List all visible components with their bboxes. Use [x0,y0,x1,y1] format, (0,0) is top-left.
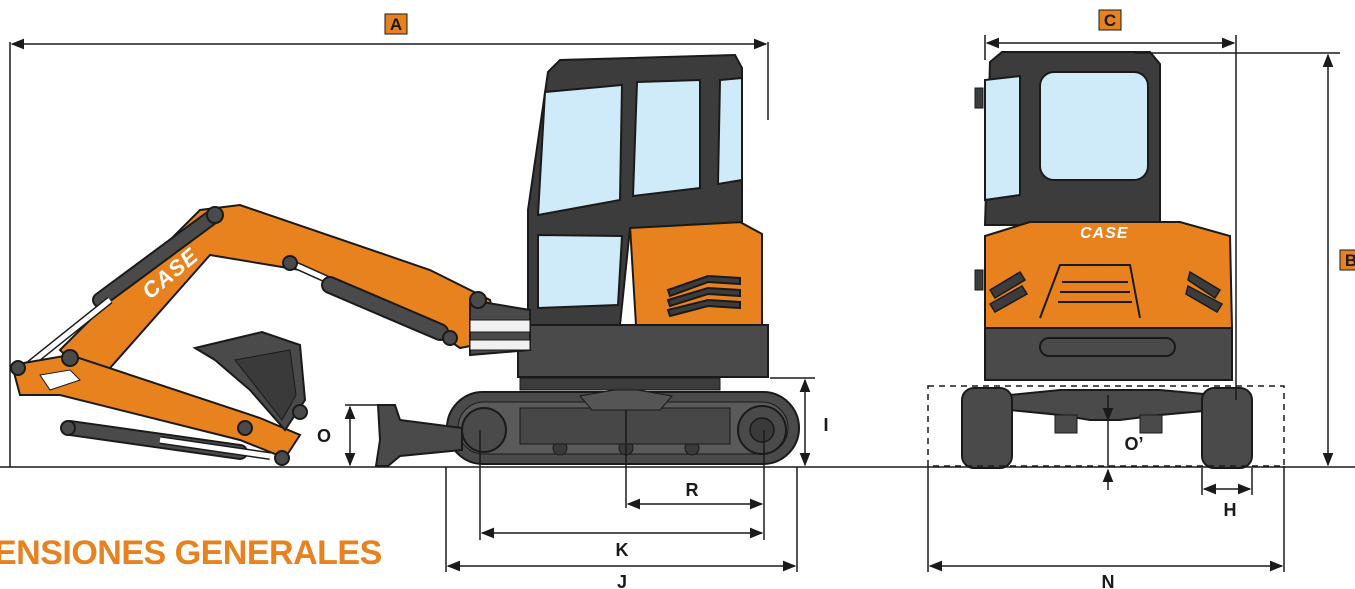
side-view-excavator: CASE [10,53,800,467]
rear-view-excavator: CASE [961,51,1253,469]
upper-structure [517,53,769,391]
label-O-prime: O’ [1124,434,1143,454]
label-R: R [686,480,699,500]
rear-brand-logo: CASE [1080,225,1129,242]
label-I: I [823,415,828,435]
dimension-lines [9,35,1340,572]
track [446,387,800,465]
dozer-blade [374,404,463,467]
section-heading: ENSIONES GENERALES [0,534,382,572]
svg-text:B: B [1345,251,1355,270]
label-H: H [1224,500,1237,520]
label-A: A [384,13,408,35]
boom-cylinder [17,207,223,376]
pivot-pins [10,206,487,466]
svg-text:A: A [390,15,402,34]
label-K: K [616,540,629,560]
label-B: B [1339,249,1355,271]
arm-cylinder [293,261,449,341]
arm [10,353,302,460]
label-C: C [1098,9,1122,31]
svg-text:C: C [1104,11,1116,30]
label-N: N [1102,572,1115,589]
label-J: J [617,572,627,589]
label-O: O [317,426,331,446]
